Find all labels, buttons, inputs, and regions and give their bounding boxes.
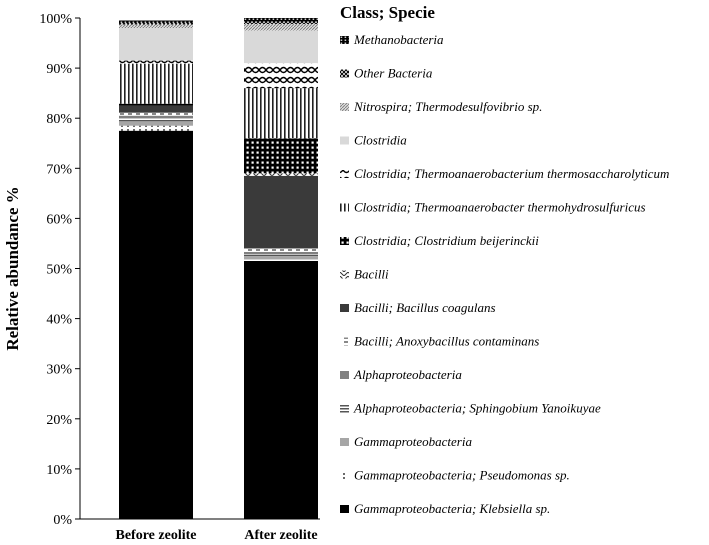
y-tick-label: 80%	[46, 112, 72, 127]
bar-segment-before-zeolite-gammaproteobacteria-pseudomonas-sp	[119, 125, 193, 131]
category-label-before-zeolite: Before zeolite	[116, 528, 197, 543]
labels-layer: Relative abundance % Before zeolite After …	[3, 186, 318, 543]
legend-label-other-bacteria: Other Bacteria	[354, 66, 433, 81]
y-tick-label: 100%	[39, 12, 72, 27]
y-tick-label: 60%	[46, 212, 72, 227]
legend-swatch-nitrospira-thermodesulfovibrio-sp	[340, 103, 349, 111]
legend-title: Class; Specie	[340, 3, 435, 22]
legend-swatch-bacilli-anoxybacillus-contaminans	[340, 337, 349, 346]
legend-label-gammaproteobacteria-pseudomonas-sp: Gammaproteobacteria; Pseudomonas sp.	[354, 468, 570, 483]
bar-segment-after-zeolite-alphaproteobacteria-sphingobium-yanoikuyae	[244, 254, 318, 257]
bar-segment-before-zeolite-gammaproteobacteria-klebsiella-sp	[119, 130, 193, 519]
legend-swatch-clostridia	[340, 136, 349, 145]
legend-swatch-gammaproteobacteria-klebsiella-sp	[340, 505, 349, 513]
bar-segment-before-zeolite-methanobacteria	[119, 20, 193, 24]
legend-label-bacilli-anoxybacillus-contaminans: Bacilli; Anoxybacillus contaminans	[354, 334, 539, 349]
legend-label-alphaproteobacteria-sphingobium-yanoikuyae: Alphaproteobacteria; Sphingobium Yanoiku…	[353, 401, 601, 416]
bar-segment-after-zeolite-clostridia-clostridium-beijerinckii	[244, 138, 318, 174]
y-tick-label: 20%	[46, 413, 72, 428]
axis-layer: 0% 10% 20% 30% 40% 50% 60% 70% 80% 90% 100%	[39, 12, 320, 528]
y-tick-label: 0%	[53, 513, 72, 528]
bars-layer	[119, 18, 318, 519]
legend-swatch-methanobacteria	[340, 36, 349, 44]
y-tick-label: 50%	[46, 263, 72, 278]
bar-segment-after-zeolite-bacilli-anoxybacillus-contaminans	[244, 248, 318, 252]
legend-label-gammaproteobacteria: Gammaproteobacteria	[354, 434, 472, 449]
bar-segment-before-zeolite-gammaproteobacteria	[119, 121, 193, 126]
bar-segment-before-zeolite-other-bacteria	[119, 23, 193, 25]
bar-segment-after-zeolite-gammaproteobacteria	[244, 256, 318, 260]
legend-label-bacilli-bacillus-coagulans: Bacilli; Bacillus coagulans	[354, 300, 496, 315]
bar-segment-after-zeolite-bacilli-bacillus-coagulans	[244, 175, 318, 249]
bar-segment-before-zeolite-clostridia-thermoanaerobacterium-thermosaccharolyticum	[119, 60, 193, 64]
bar-segment-after-zeolite-gammaproteobacteria-pseudomonas-sp	[244, 259, 318, 261]
bar-segment-before-zeolite-bacilli-anoxybacillus-contaminans	[119, 112, 193, 116]
legend-swatch-gammaproteobacteria	[340, 438, 349, 446]
bar-segment-after-zeolite-clostridia-thermoanaerobacter-thermohydrosulfuricus	[244, 88, 318, 139]
legend-label-clostridia: Clostridia	[354, 133, 407, 148]
bar-segment-before-zeolite-clostridia-thermoanaerobacter-thermohydrosulfuricus	[119, 63, 193, 104]
legend-swatch-clostridia-thermoanaerobacterium-thermosaccharolyticum	[340, 170, 349, 178]
bar-segment-after-zeolite-gammaproteobacteria-klebsiella-sp	[244, 260, 318, 519]
bar-segment-before-zeolite-nitrospira-thermodesulfovibrio-sp	[119, 24, 193, 29]
legend-label-methanobacteria: Methanobacteria	[353, 32, 444, 47]
y-tick-label: 40%	[46, 313, 72, 328]
bar-segment-after-zeolite-nitrospira-thermodesulfovibrio-sp	[244, 24, 318, 31]
legend-label-bacilli: Bacilli	[354, 267, 389, 282]
legend-swatch-bacilli-bacillus-coagulans	[340, 304, 349, 312]
legend-swatch-alphaproteobacteria-sphingobium-yanoikuyae	[340, 404, 349, 413]
y-tick-label: 10%	[46, 463, 72, 478]
y-tick-label: 70%	[46, 162, 72, 177]
legend-label-clostridia-clostridium-beijerinckii: Clostridia; Clostridium beijerinckii	[354, 233, 539, 248]
bar-segment-before-zeolite-bacilli-bacillus-coagulans	[119, 105, 193, 113]
y-tick-label: 90%	[46, 62, 72, 77]
legend-label-nitrospira-thermodesulfovibrio-sp: Nitrospira; Thermodesulfovibrio sp.	[353, 99, 542, 114]
bar-segment-before-zeolite-alphaproteobacteria-sphingobium-yanoikuyae	[119, 118, 193, 122]
bar-segment-before-zeolite-clostridia-clostridium-beijerinckii	[119, 103, 193, 106]
legend-swatch-gammaproteobacteria-pseudomonas-sp	[340, 471, 349, 480]
bar-segment-after-zeolite-bacilli	[244, 173, 318, 176]
legend-swatch-alphaproteobacteria	[340, 371, 349, 379]
legend-label-clostridia-thermoanaerobacter-thermohydrosulfuricus: Clostridia; Thermoanaerobacter thermohyd…	[354, 200, 646, 215]
legend-swatch-clostridia-thermoanaerobacter-thermohydrosulfuricus	[340, 203, 349, 212]
legend-label-gammaproteobacteria-klebsiella-sp: Gammaproteobacteria; Klebsiella sp.	[354, 501, 550, 516]
bar-segment-after-zeolite-alphaproteobacteria	[244, 251, 318, 255]
bar-segment-after-zeolite-clostridia	[244, 30, 318, 64]
legend-swatch-other-bacteria	[340, 69, 349, 78]
bar-segment-after-zeolite-other-bacteria	[244, 21, 318, 25]
bar-segment-before-zeolite-clostridia	[119, 28, 193, 61]
category-label-after-zeolite: After zeolite	[244, 528, 317, 543]
legend-label-clostridia-thermoanaerobacterium-thermosaccharolyticum: Clostridia; Thermoanaerobacterium thermo…	[354, 166, 669, 181]
y-tick-label: 30%	[46, 363, 72, 378]
y-axis-label: Relative abundance %	[3, 186, 22, 350]
bar-segment-before-zeolite-alphaproteobacteria	[119, 115, 193, 119]
legend-swatch-bacilli	[340, 270, 349, 279]
legend-label-alphaproteobacteria: Alphaproteobacteria	[353, 367, 462, 382]
bar-segment-after-zeolite-clostridia-thermoanaerobacterium-thermosaccharolyticum	[244, 63, 318, 89]
bar-segment-after-zeolite-methanobacteria	[244, 18, 318, 22]
legend-swatch-clostridia-clostridium-beijerinckii	[340, 237, 349, 245]
